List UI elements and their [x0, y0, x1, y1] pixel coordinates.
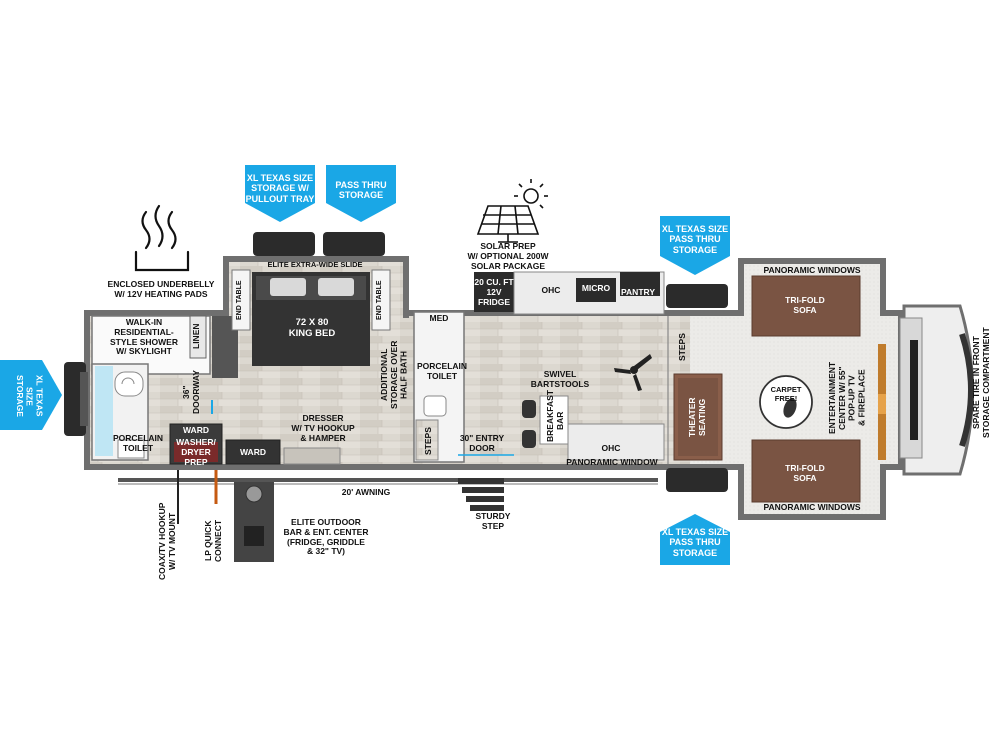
label-doorway: 36" DOORWAY: [181, 370, 201, 414]
label-ohc-top: OHC: [541, 285, 561, 295]
callout-pass-thru: PASS THRU STORAGE: [335, 180, 387, 201]
label-micro: MICRO: [581, 283, 611, 293]
hookup-lines: [177, 470, 218, 524]
label-bed: 72 X 80 KING BED: [288, 317, 336, 339]
laundry-area: [169, 423, 341, 465]
label-panoramic-window-kitchen: PANORAMIC WINDOW: [566, 457, 658, 467]
label-ohc-bottom: OHC: [601, 443, 621, 453]
label-pantry: PANTRY: [621, 287, 655, 297]
label-sofa-bottom: TRI-FOLD SOFA: [785, 463, 825, 483]
bedroom: [231, 232, 391, 366]
label-breakfast-bar: BREAKFAST BAR: [545, 390, 565, 442]
label-additional-storage: ADDITIONAL STORAGE OVER HALF BATH: [379, 340, 409, 410]
label-dresser: DRESSER W/ TV HOOKUP & HAMPER: [291, 413, 355, 443]
outdoor-bar: [234, 482, 274, 562]
callout-arrow-xl-pass-thru-top: [660, 216, 730, 275]
label-panoramic-top: PANORAMIC WINDOWS: [763, 265, 861, 275]
solar-panel-icon: [476, 205, 540, 243]
label-barstools: SWIVEL BARTSTOOLS: [530, 369, 590, 389]
label-entry-door: 30" ENTRY DOOR: [459, 433, 505, 453]
callout-xl-rear: XL TEXAS SIZE STORAGE: [14, 375, 45, 417]
label-lp: LP QUICK CONNECT: [203, 519, 223, 563]
callout-xl-pullout: XL TEXAS SIZE STORAGE W/ PULLOUT TRAY: [245, 173, 315, 204]
callout-xl-pass-thru-bottom: XL TEXAS SIZE PASS THRU STORAGE: [661, 527, 729, 558]
rear-bathroom: [91, 315, 238, 461]
callout-arrow-xl-pass-thru-bottom: [660, 514, 730, 565]
label-coax: COAX/TV HOOKUP W/ TV MOUNT: [157, 502, 177, 580]
label-entertainment: ENTERTAINMENT CENTER W/ 55" POP-UP TV & …: [827, 361, 867, 435]
label-fridge: 20 CU. FT 12V FRIDGE: [474, 277, 514, 307]
callout-arrow-pass-thru: [326, 165, 396, 222]
label-theater: THEATER SEATING: [687, 397, 707, 437]
callout-arrow-xl-pullout: [245, 165, 315, 222]
heat-icon: [134, 204, 190, 272]
half-bath: [413, 311, 465, 463]
label-outdoor-bar: ELITE OUTDOOR BAR & ENT. CENTER (FRIDGE,…: [283, 517, 369, 557]
label-steps-left: STEPS: [423, 427, 433, 455]
sun-icon: [514, 179, 548, 209]
label-washer: WASHER/ DRYER PREP: [176, 437, 216, 467]
label-underbelly: ENCLOSED UNDERBELLY W/ 12V HEATING PADS: [107, 279, 215, 299]
label-steps-right: STEPS: [677, 333, 687, 361]
kitchen: [474, 271, 728, 492]
label-ward-top: WARD: [183, 425, 209, 435]
label-ward-bottom: WARD: [240, 447, 266, 457]
label-end-table-left: END TABLE: [236, 280, 243, 320]
label-med: MED: [429, 313, 449, 323]
label-awning: 20' AWNING: [341, 487, 391, 497]
label-slide: ELITE EXTRA-WIDE SLIDE: [267, 260, 363, 269]
label-half-toilet: PORCELAIN TOILET: [416, 361, 468, 381]
label-spare-tire: SPARE TIRE IN FRONT STORAGE COMPARTMENT: [971, 327, 991, 439]
label-shower: WALK-IN RESIDENTIAL- STYLE SHOWER W/ SKY…: [109, 317, 178, 357]
label-solar: SOLAR PREP W/ OPTIONAL 200W SOLAR PACKAG…: [467, 241, 549, 271]
label-linen: LINEN: [191, 323, 201, 349]
callout-arrows: [0, 165, 730, 565]
label-sturdy-step: STURDY STEP: [475, 511, 511, 531]
label-sofa-top: TRI-FOLD SOFA: [785, 295, 825, 315]
callout-xl-pass-thru-top: XL TEXAS SIZE PASS THRU STORAGE: [661, 224, 729, 255]
label-rear-toilet: PORCELAIN TOILET: [112, 433, 164, 453]
entry-steps: [458, 454, 514, 511]
label-carpet-free: CARPET FREE!: [770, 385, 802, 403]
living-area: [673, 275, 886, 503]
label-end-table-right: END TABLE: [376, 280, 383, 320]
label-panoramic-bottom: PANORAMIC WINDOWS: [763, 502, 861, 512]
callout-arrow-xl-rear: [0, 360, 62, 430]
ceiling-fan-icon: [614, 354, 652, 391]
carpet-free-footprint-icon: [759, 375, 813, 429]
